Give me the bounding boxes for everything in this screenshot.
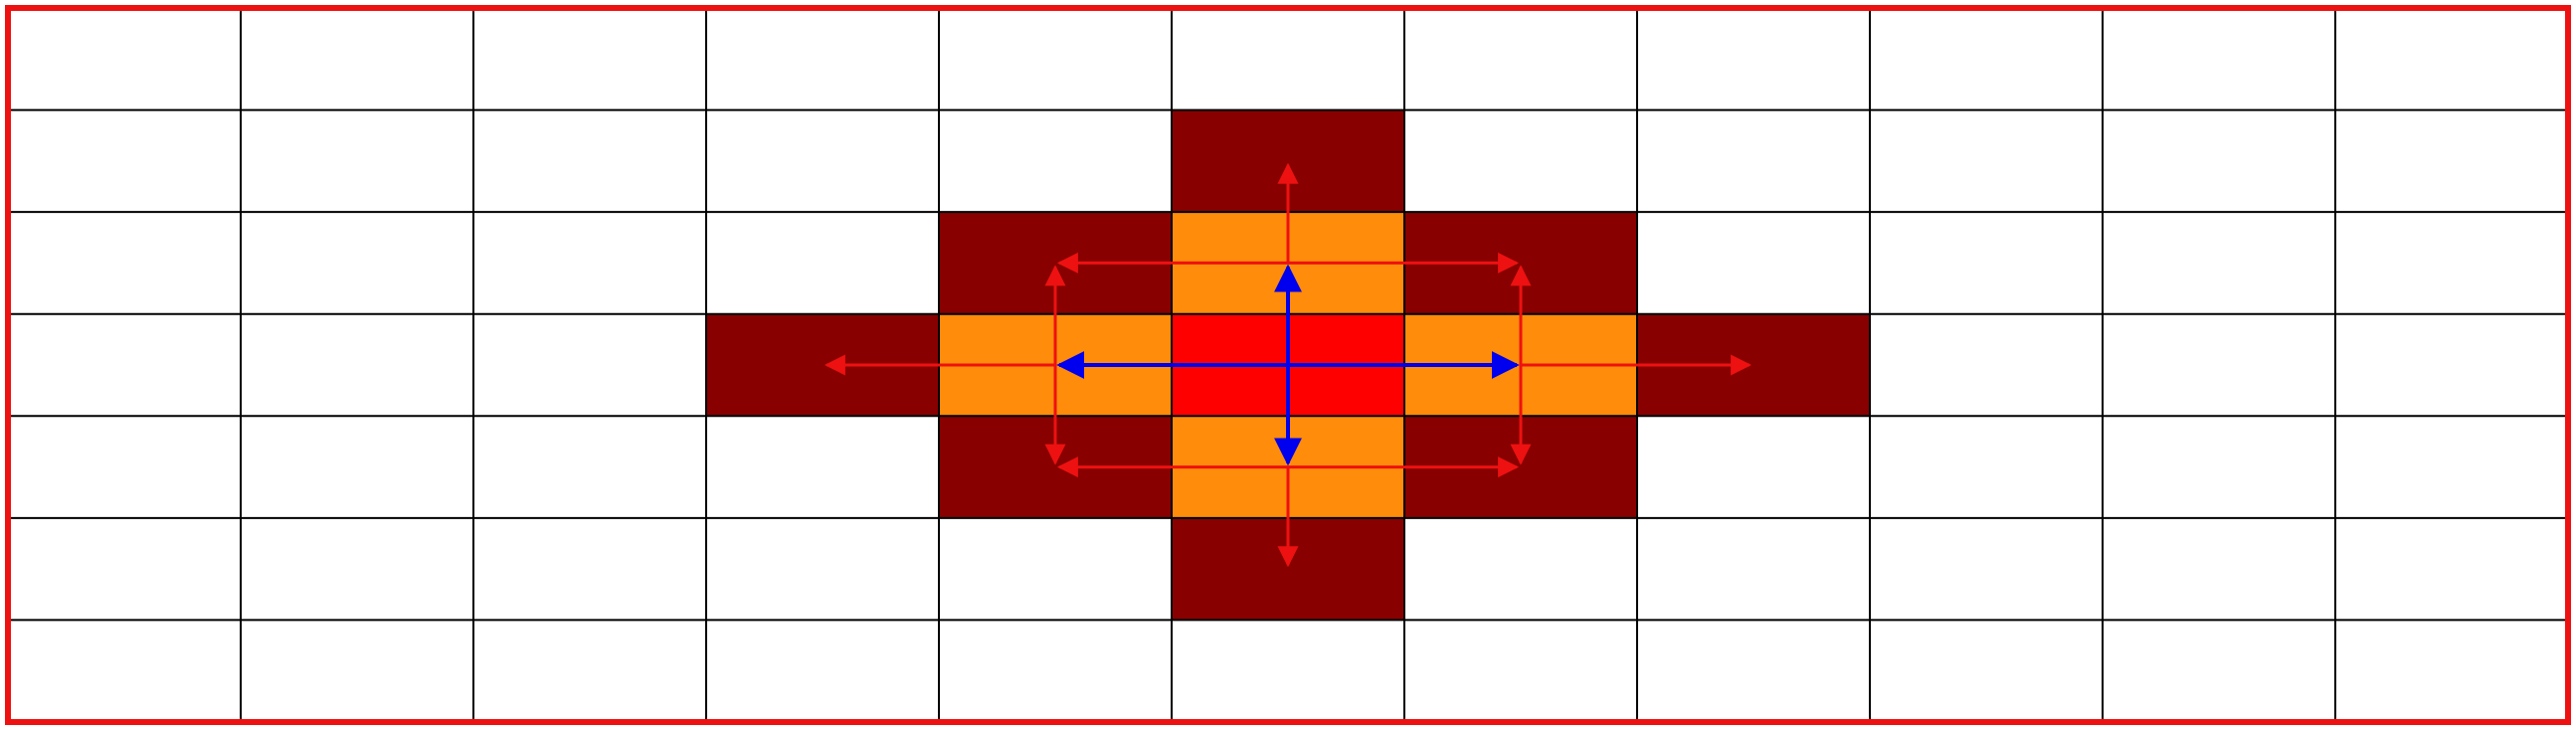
outer-border [5, 5, 2571, 725]
propagation-arrows [824, 162, 1752, 568]
